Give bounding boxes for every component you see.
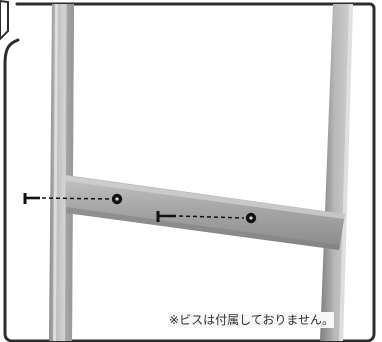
screw-hole-left-highlight: [115, 197, 119, 201]
crossbar-bottom-shadow: [66, 207, 340, 250]
screw-hole-right-highlight: [249, 216, 253, 220]
crossbar-top-highlight: [66, 176, 345, 219]
diagonal-crossbar: [66, 175, 345, 250]
rounded-border-frame: [3, 2, 376, 342]
screw-icon-right: [156, 211, 245, 222]
screws-not-included-note: ※ビスは付属しておりません。: [169, 312, 334, 328]
top-left-speech-tail: [0, 0, 9, 41]
left-post-side-shadow: [65, 4, 74, 341]
left-post-highlight: [53, 4, 58, 341]
right-post-highlight: [339, 4, 353, 341]
screw-icon-left: [23, 193, 112, 204]
